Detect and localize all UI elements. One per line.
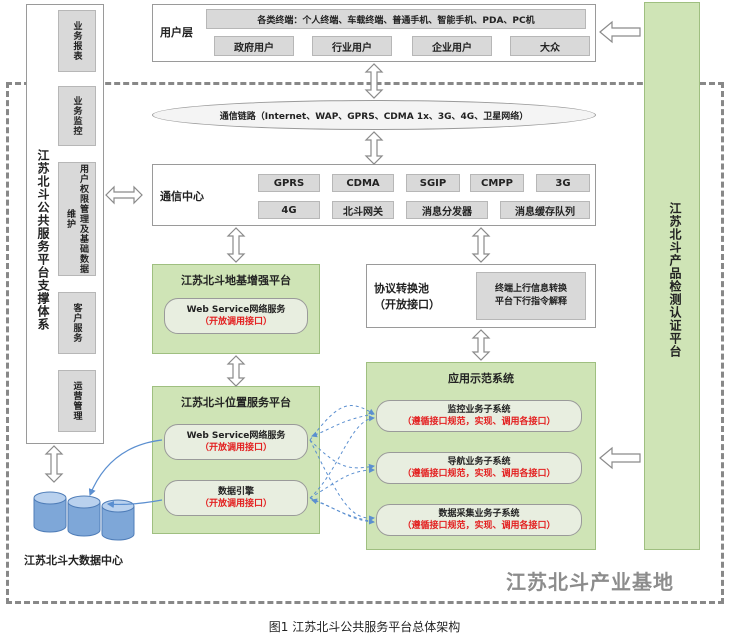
location-service2-name: 数据引擎 — [217, 487, 254, 497]
arrow-user-link — [364, 63, 384, 99]
beidou-gateway: 北斗网关 — [332, 201, 394, 219]
subsystem-monitor-name: 监控业务子系统 — [447, 405, 511, 415]
subsystem-data-collection: 数据采集业务子系统 （遵循接口规范，实现、调用各接口） — [376, 504, 582, 536]
industry-base-boundary — [6, 82, 724, 604]
proto-4g: 4G — [258, 201, 320, 219]
arrow-center-protocol — [471, 227, 491, 263]
user-industry: 行业用户 — [312, 36, 392, 56]
comm-center-label: 通信中心 — [160, 190, 204, 203]
location-service1-name: Web Service网络服务 — [186, 431, 286, 441]
app-system-title: 应用示范系统 — [448, 372, 514, 385]
arrow-support-center — [105, 185, 143, 205]
support-item-reports: 业务报表 — [58, 10, 96, 72]
arrow-link-center — [364, 131, 384, 165]
message-queue: 消息缓存队列 — [500, 201, 590, 219]
subsystem-navigation: 导航业务子系统 （遵循接口规范，实现、调用各接口） — [376, 452, 582, 484]
support-system-label: 江苏北斗公共服务平台支撑体系 — [36, 149, 50, 331]
user-gov: 政府用户 — [214, 36, 294, 56]
arrow-support-db — [44, 445, 64, 483]
protocol-desc: 终端上行信息转换 平台下行指令解释 — [476, 272, 586, 320]
support-item-permissions: 用户权限管理及基础数据维护 — [58, 162, 96, 276]
subsystem-monitor-note: （遵循接口规范，实现、调用各接口） — [402, 417, 556, 427]
user-enterprise: 企业用户 — [412, 36, 492, 56]
data-center-label: 江苏北斗大数据中心 — [24, 554, 123, 567]
arrow-center-base — [226, 227, 246, 263]
proto-cmpp: CMPP — [470, 174, 524, 192]
location-data-engine: 数据引擎 （开放调用接口） — [164, 480, 308, 516]
location-webservice: Web Service网络服务 （开放调用接口） — [164, 424, 308, 460]
base-service-note: （开放调用接口） — [199, 317, 272, 327]
database-icon — [33, 491, 135, 541]
subsystem-navigation-name: 导航业务子系统 — [447, 457, 511, 467]
user-public: 大众 — [510, 36, 590, 56]
message-dispatcher: 消息分发器 — [406, 201, 488, 219]
subsystem-data-collection-note: （遵循接口规范，实现、调用各接口） — [402, 521, 556, 531]
support-item-customer-service: 客户服务 — [58, 292, 96, 354]
cert-platform-label: 江苏北斗产品检测认证平台 — [668, 202, 682, 358]
subsystem-data-collection-name: 数据采集业务子系统 — [438, 509, 520, 519]
support-item-monitor: 业务监控 — [58, 86, 96, 146]
location-service1-note: （开放调用接口） — [199, 443, 272, 453]
base-platform-service: Web Service网络服务 （开放调用接口） — [164, 298, 308, 334]
protocol-desc-line2: 平台下行指令解释 — [494, 297, 567, 307]
subsystem-navigation-note: （遵循接口规范，实现、调用各接口） — [402, 469, 556, 479]
proto-cdma: CDMA — [332, 174, 394, 192]
proto-sgip: SGIP — [406, 174, 460, 192]
cert-platform-panel — [644, 2, 700, 550]
arrow-base-location — [226, 355, 246, 387]
support-item-operations: 运营管理 — [58, 370, 96, 432]
user-layer-label: 用户层 — [160, 26, 193, 39]
arrow-cert-user — [599, 20, 641, 44]
proto-3g: 3G — [536, 174, 590, 192]
arrow-protocol-app — [471, 329, 491, 361]
terminals-bar: 各类终端：个人终端、车载终端、普通手机、智能手机、PDA、PC机 — [206, 9, 586, 29]
protocol-title: 协议转换池 — [374, 282, 429, 295]
base-platform-title: 江苏北斗地基增强平台 — [181, 274, 291, 287]
arrow-cert-app — [599, 446, 641, 470]
protocol-desc-line1: 终端上行信息转换 — [494, 284, 567, 294]
protocol-subtitle: （开放接口） — [374, 298, 440, 311]
subsystem-monitor: 监控业务子系统 （遵循接口规范，实现、调用各接口） — [376, 400, 582, 432]
base-service-name: Web Service网络服务 — [186, 305, 286, 315]
location-service2-note: （开放调用接口） — [199, 499, 272, 509]
location-platform-title: 江苏北斗位置服务平台 — [181, 396, 291, 409]
proto-gprs: GPRS — [258, 174, 320, 192]
figure-caption: 图1 江苏北斗公共服务平台总体架构 — [268, 620, 461, 634]
comm-link-ellipse: 通信链路（Internet、WAP、GPRS、CDMA 1x、3G、4G、卫星网… — [152, 100, 596, 130]
industry-base-label: 江苏北斗产业基地 — [506, 570, 674, 594]
